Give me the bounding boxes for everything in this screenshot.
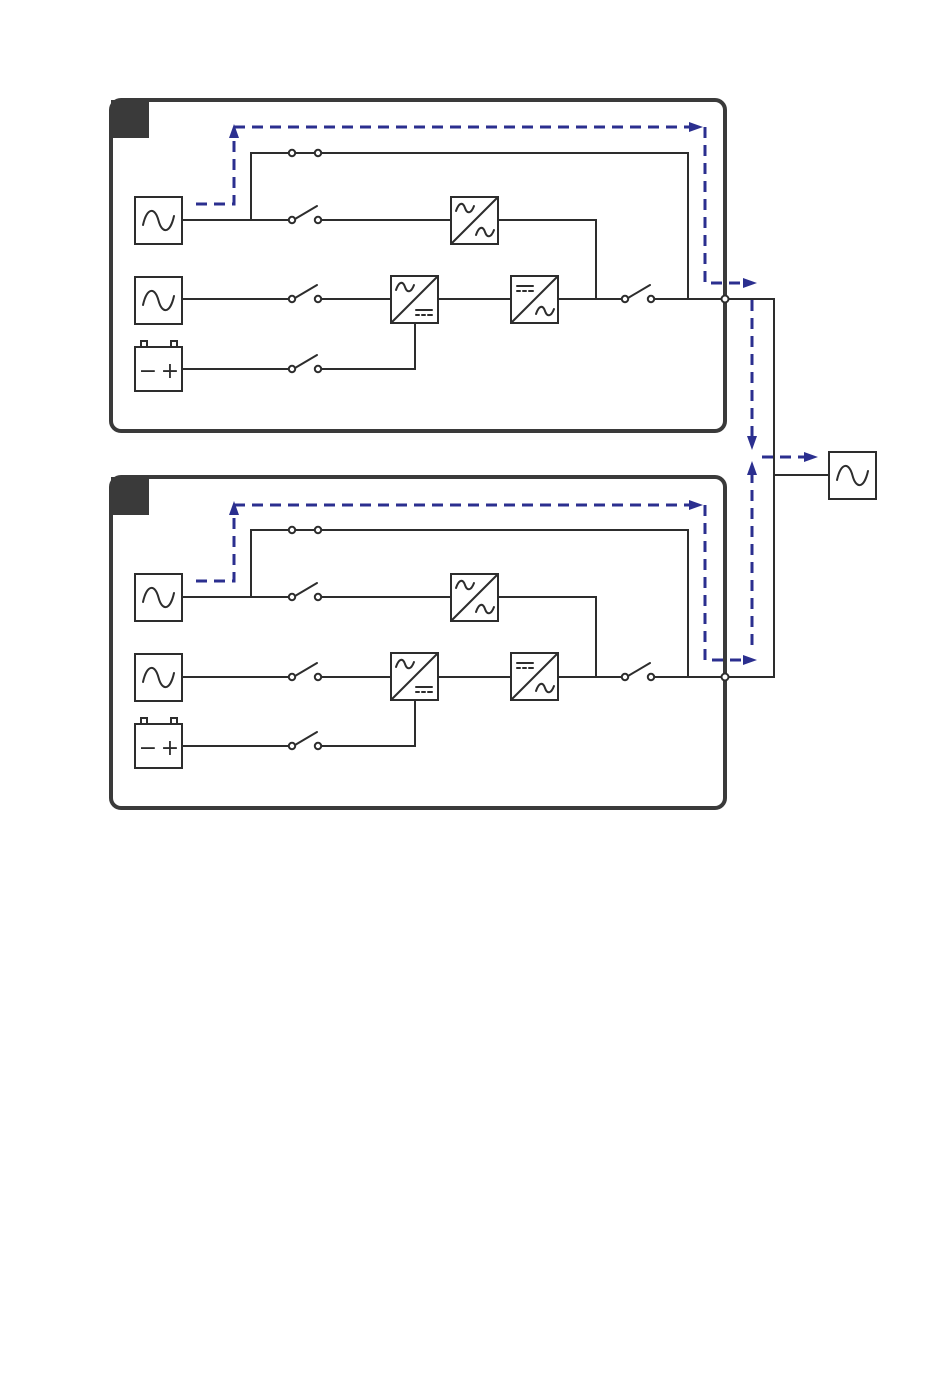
maintenance-bypass-switch bbox=[289, 527, 321, 533]
unit-tag bbox=[111, 100, 149, 138]
unit-tag bbox=[111, 477, 149, 515]
power-flow-arrow bbox=[747, 300, 818, 645]
battery-plus-label: + bbox=[161, 359, 179, 384]
bypass-switch bbox=[289, 206, 321, 223]
ac-source-icon bbox=[135, 277, 182, 324]
ac-source-icon bbox=[135, 197, 182, 244]
ac-load-icon bbox=[829, 452, 876, 499]
ups-unit-frame bbox=[111, 100, 725, 431]
inverter-icon bbox=[511, 653, 558, 700]
inverter-icon bbox=[511, 276, 558, 323]
rectifier-icon bbox=[391, 653, 438, 700]
battery-minus-label: − bbox=[139, 359, 157, 384]
battery-switch bbox=[289, 732, 321, 749]
battery-switch bbox=[289, 355, 321, 372]
static-bypass-converter-icon bbox=[451, 574, 498, 621]
ups-unit-2: − + bbox=[111, 477, 774, 808]
ac-source-icon bbox=[135, 574, 182, 621]
rectifier-icon bbox=[391, 276, 438, 323]
ups-unit-frame bbox=[111, 477, 725, 808]
output-switch bbox=[622, 285, 654, 302]
maintenance-bypass-switch bbox=[289, 150, 321, 156]
ac-source-icon bbox=[135, 654, 182, 701]
wiring bbox=[183, 153, 774, 369]
common-output bbox=[747, 299, 876, 677]
battery-plus-label: + bbox=[161, 736, 179, 761]
battery-icon: − + bbox=[135, 341, 182, 391]
rectifier-switch bbox=[289, 285, 321, 302]
output-node bbox=[722, 674, 729, 681]
static-bypass-converter-icon bbox=[451, 197, 498, 244]
output-node bbox=[722, 296, 729, 303]
output-switch bbox=[622, 663, 654, 680]
bypass-switch bbox=[289, 583, 321, 600]
battery-icon: − + bbox=[135, 718, 182, 768]
battery-minus-label: − bbox=[139, 736, 157, 761]
ups-unit-1: − + bbox=[111, 100, 774, 431]
rectifier-switch bbox=[289, 663, 321, 680]
wiring bbox=[183, 530, 774, 746]
